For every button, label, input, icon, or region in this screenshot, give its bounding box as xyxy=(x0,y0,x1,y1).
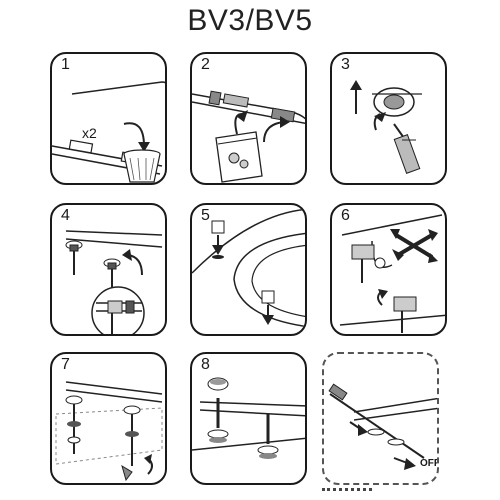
hinge-assembly xyxy=(351,244,417,333)
trash-bin-icon xyxy=(123,149,161,183)
step-3-illustration xyxy=(350,80,422,174)
step-7-panel: 7 xyxy=(50,352,167,485)
step-number: 3 xyxy=(341,56,350,73)
cap-icon xyxy=(207,377,229,391)
step-4-illustration xyxy=(65,230,163,334)
zoom-detail xyxy=(91,286,145,334)
fixing-kit-right xyxy=(121,405,141,482)
step-2-panel: 2 xyxy=(190,52,307,185)
screwdriver-icon xyxy=(393,123,421,174)
step-1-panel: 1 x2 xyxy=(50,52,167,185)
hinge-nuts xyxy=(367,428,405,446)
step-7-illustration xyxy=(55,381,163,482)
bolt-insert-icon xyxy=(211,220,225,259)
quantity-label: x2 xyxy=(82,125,97,141)
step-2-illustration xyxy=(192,90,305,183)
step-9-panel: OFF xyxy=(322,352,439,485)
step-8-panel: 8 xyxy=(190,352,307,485)
step-9-illustration: OFF xyxy=(328,383,439,470)
step-number: 5 xyxy=(201,207,210,224)
bolt-insert-icon-2 xyxy=(261,290,275,325)
step-5-panel: 5 xyxy=(190,203,307,336)
product-title: BV3/BV5 xyxy=(187,4,313,37)
bottom-dots xyxy=(322,488,372,499)
step-4-panel: 4 xyxy=(50,203,167,336)
step-8-illustration xyxy=(192,377,305,459)
step-5-illustration xyxy=(192,208,305,328)
step-number: 1 xyxy=(61,56,70,73)
step-number: 4 xyxy=(61,207,70,224)
hinge-left xyxy=(207,398,229,443)
step-number: 6 xyxy=(341,207,350,224)
step-number: 7 xyxy=(61,356,70,373)
hinge-right xyxy=(257,414,279,459)
move-arrows-icon xyxy=(390,229,438,263)
step-3-panel: 3 xyxy=(330,52,447,185)
step-number: 2 xyxy=(201,56,210,73)
parts-bag-icon xyxy=(215,131,263,183)
step-6-panel: 6 xyxy=(330,203,447,336)
hinge-cap-icon xyxy=(372,87,422,117)
hinge-post-left xyxy=(65,240,83,275)
fixing-kit-left xyxy=(65,395,83,454)
step-6-illustration xyxy=(339,214,445,333)
step-number: 8 xyxy=(201,356,210,373)
off-label: OFF xyxy=(420,458,439,469)
step-1-illustration: x2 xyxy=(52,81,165,183)
